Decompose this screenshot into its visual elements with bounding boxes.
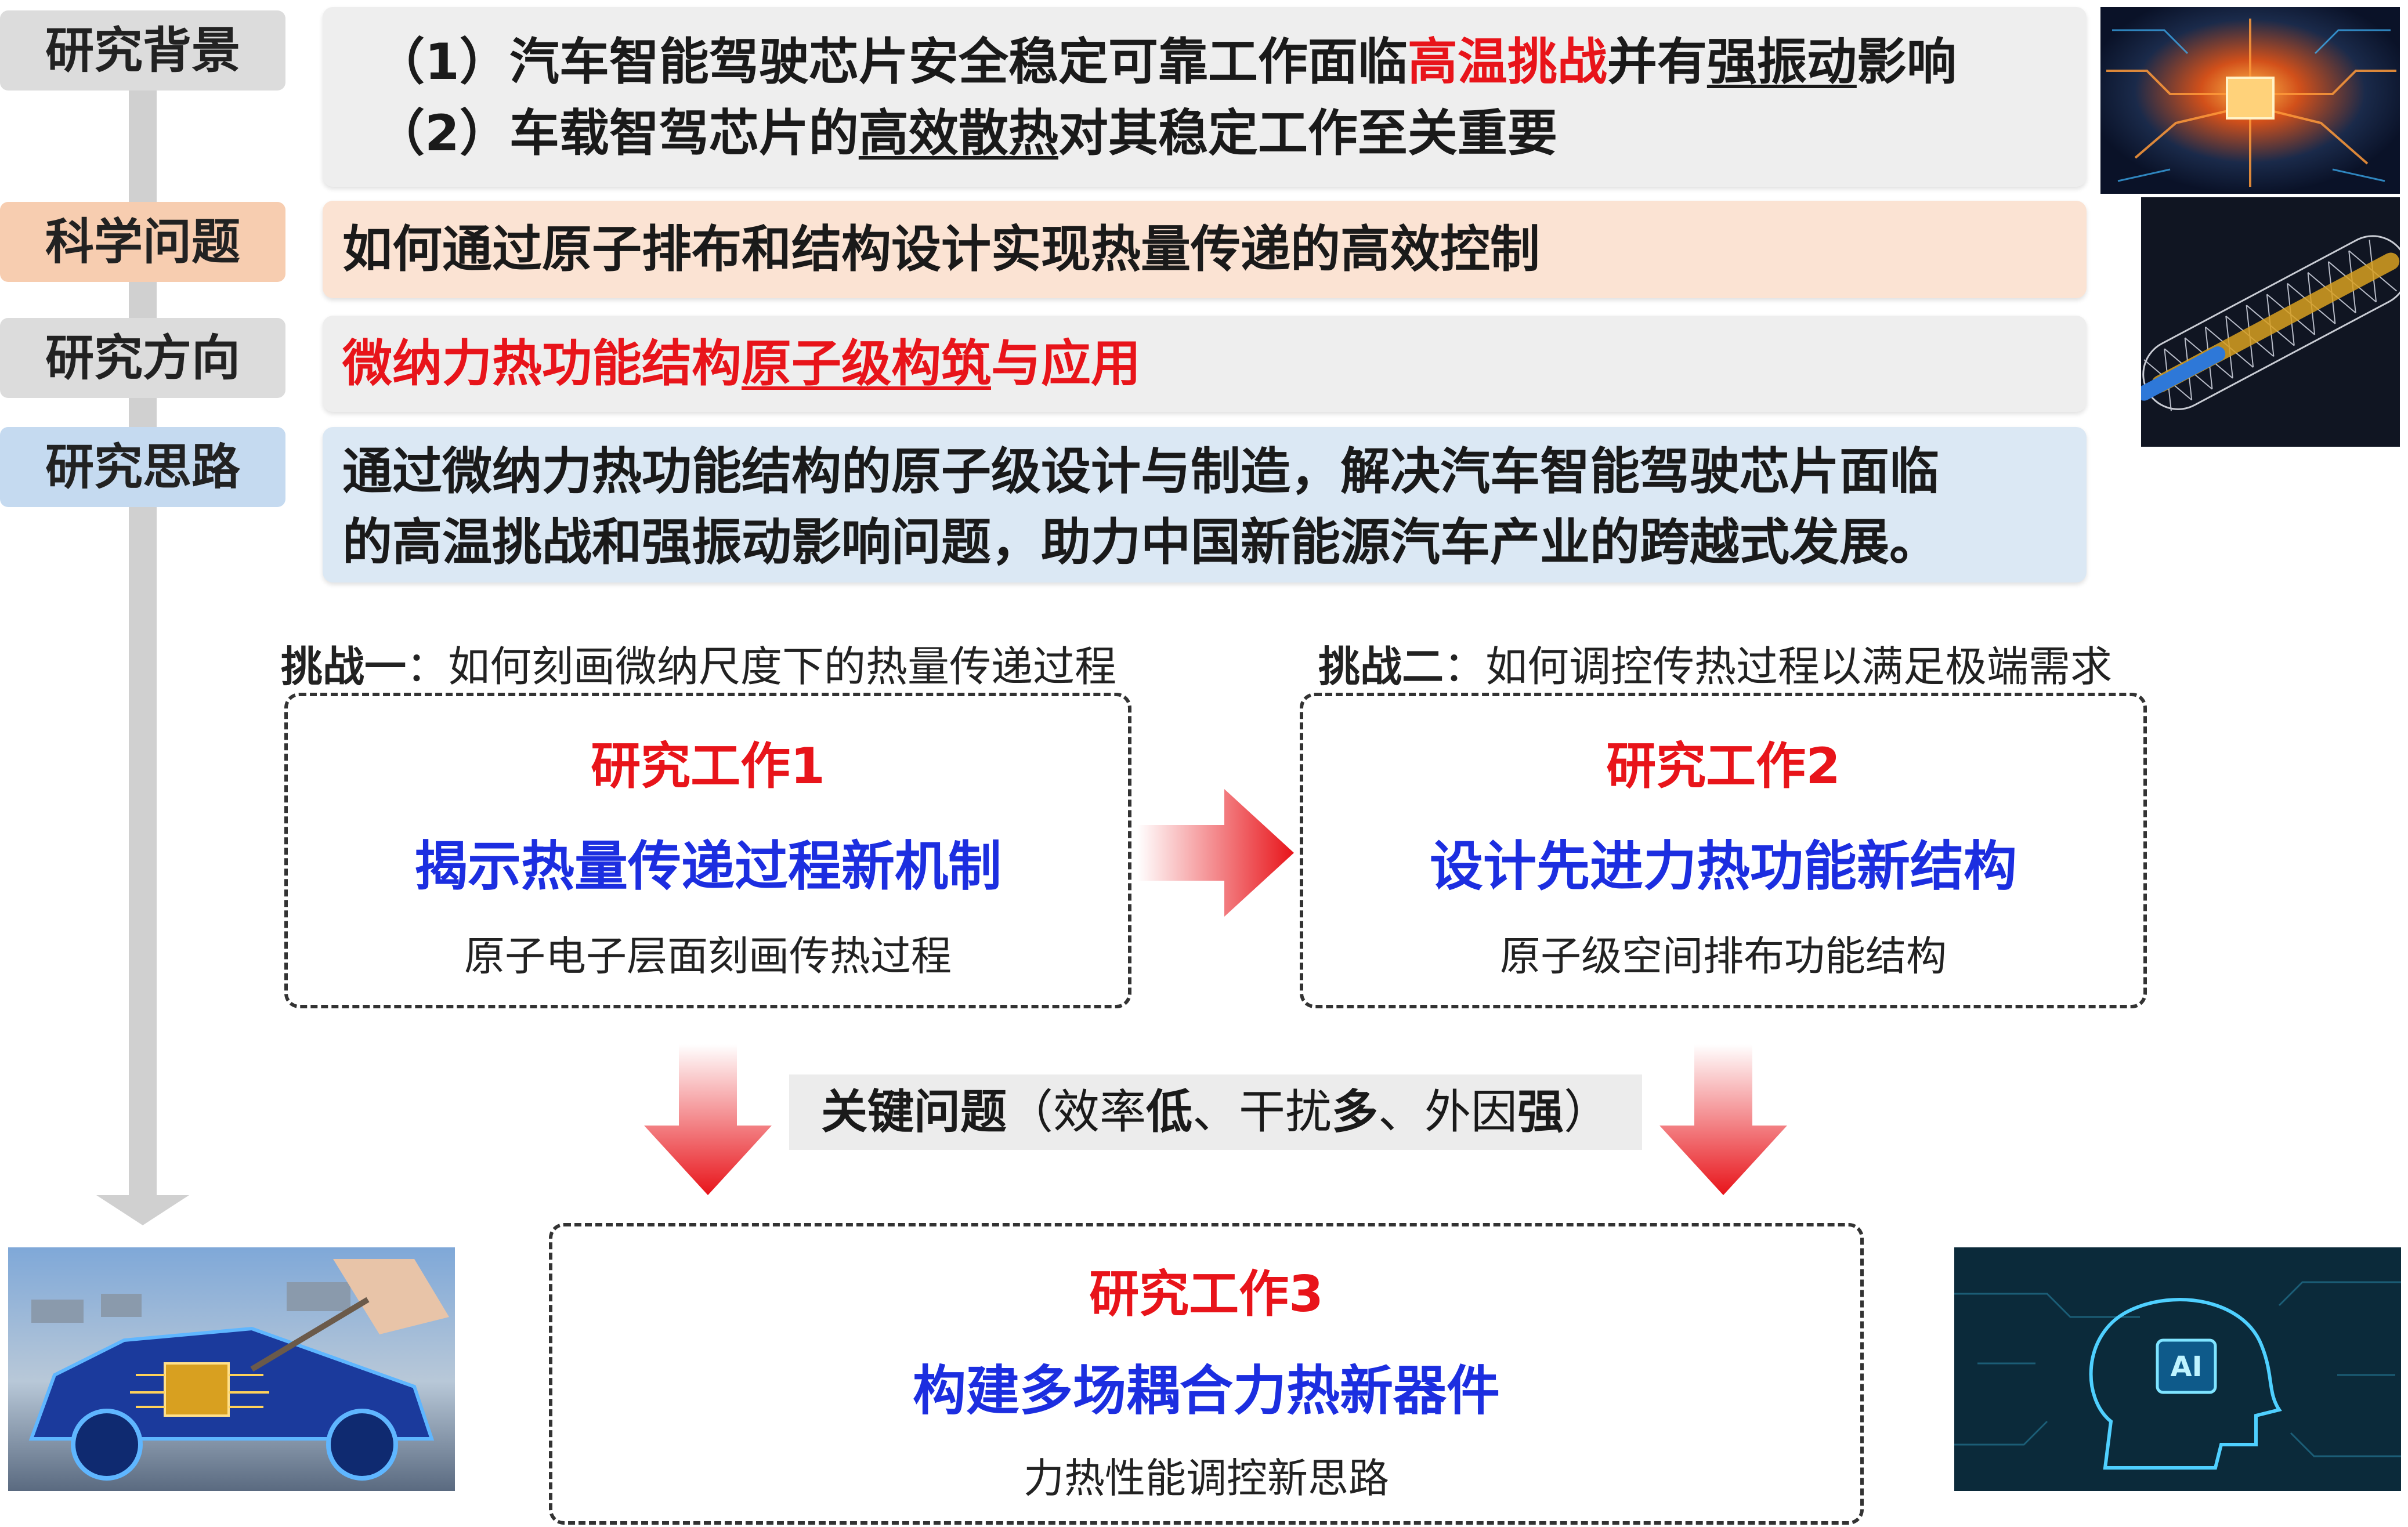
label-direction: 研究方向 — [0, 318, 285, 398]
nanotube-illustration-icon — [2141, 197, 2400, 447]
challenge-1-header: 挑战一：如何刻画微纳尺度下的热量传递过程 — [281, 642, 1117, 691]
work-2-main: 设计先进力热功能新结构 — [1429, 835, 2017, 898]
work-3-title: 研究工作3 — [1089, 1265, 1324, 1323]
key-issue-bar: 关键问题（效率低、干扰多、外因强） — [789, 1074, 1642, 1150]
approach-panel: 通过微纳力热功能结构的原子级设计与制造，解决汽车智能驾驶芯片面临 的高温挑战和强… — [323, 427, 2087, 582]
work-2-title: 研究工作2 — [1606, 737, 1841, 795]
right-arrow-icon — [1137, 789, 1294, 917]
label-background: 研究背景 — [0, 10, 285, 91]
circuit-chip-image — [2100, 7, 2400, 194]
svg-text:AI: AI — [2170, 1351, 2202, 1383]
down-arrow-right-icon — [1659, 1044, 1787, 1195]
approach-line-1: 通过微纳力热功能结构的原子级设计与制造，解决汽车智能驾驶芯片面临 — [342, 443, 1939, 501]
vertical-flow-arrow-head — [96, 1195, 189, 1225]
ai-head-illustration-icon: AI — [1954, 1247, 2401, 1491]
question-panel: 如何通过原子排布和结构设计实现热量传递的高效控制 — [323, 201, 2087, 298]
work-3-sub: 力热性能调控新思路 — [1024, 1454, 1389, 1502]
background-line-2: （2）车载智驾芯片的高效散热对其稳定工作至关重要 — [375, 104, 1557, 162]
challenge-2-header: 挑战二：如何调控传热过程以满足极端需求 — [1318, 642, 2113, 691]
work-3-main: 构建多场耦合力热新器件 — [912, 1360, 1500, 1422]
work-2-sub: 原子级空间排布功能结构 — [1500, 932, 1947, 980]
work-1-title: 研究工作1 — [591, 737, 825, 795]
work-1-main: 揭示热量传递过程新机制 — [414, 835, 1001, 898]
label-approach: 研究思路 — [0, 427, 285, 507]
label-question: 科学问题 — [0, 202, 285, 282]
chip-illustration-icon — [2100, 7, 2400, 194]
direction-panel: 微纳力热功能结构原子级构筑与应用 — [323, 316, 2087, 412]
work-box-3: 研究工作3 构建多场耦合力热新器件 力热性能调控新思路 — [549, 1223, 1864, 1525]
smart-car-chip-image — [8, 1247, 455, 1491]
approach-line-2: 的高温挑战和强振动影响问题，助力中国新能源汽车产业的跨越式发展。 — [342, 513, 1939, 571]
background-line-1: （1）汽车智能驾驶芯片安全稳定可靠工作面临高温挑战并有强振动影响 — [375, 33, 1957, 91]
carbon-nanotube-image — [2141, 197, 2400, 447]
work-1-sub: 原子电子层面刻画传热过程 — [464, 932, 952, 980]
down-arrow-left-icon — [644, 1044, 772, 1195]
background-panel: （1）汽车智能驾驶芯片安全稳定可靠工作面临高温挑战并有强振动影响 （2）车载智驾… — [323, 7, 2087, 187]
ai-head-image: AI — [1954, 1247, 2401, 1491]
question-text: 如何通过原子排布和结构设计实现热量传递的高效控制 — [342, 220, 1540, 278]
smart-car-illustration-icon — [8, 1247, 455, 1491]
work-box-2: 研究工作2 设计先进力热功能新结构 原子级空间排布功能结构 — [1300, 693, 2147, 1008]
work-box-1: 研究工作1 揭示热量传递过程新机制 原子电子层面刻画传热过程 — [284, 693, 1131, 1008]
